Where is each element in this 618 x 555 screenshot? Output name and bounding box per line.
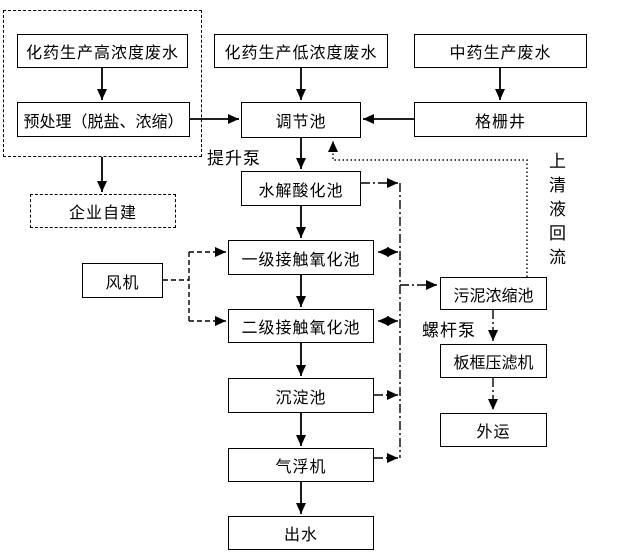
node-grille-well: 格栅井 <box>414 102 587 137</box>
node-effluent: 出水 <box>228 516 374 550</box>
enterprise-pretreatment-group <box>3 10 202 157</box>
node-pretreatment: 预处理（脱盐、浓缩） <box>17 102 190 137</box>
node-plate-frame-filter-press: 板框压滤机 <box>440 344 547 378</box>
edge-supernatant-return <box>328 141 528 277</box>
label-supernatant-return: 上清液回流 <box>546 152 565 272</box>
node-hydrolysis-acidification-tank: 水解酸化池 <box>241 171 361 206</box>
node-tcm-wastewater: 中药生产废水 <box>414 34 587 68</box>
node-regulating-tank: 调节池 <box>241 102 361 138</box>
node-contact-oxidation-tank-2: 二级接触氧化池 <box>228 309 374 343</box>
node-high-conc-wastewater: 化药生产高浓度废水 <box>17 34 188 68</box>
node-enterprise-built: 企业自建 <box>30 194 176 228</box>
node-air-flotation-machine: 气浮机 <box>228 448 374 482</box>
node-sedimentation-tank: 沉淀池 <box>228 378 374 413</box>
label-lift-pump: 提升泵 <box>207 144 261 169</box>
node-outward-transport: 外运 <box>440 413 547 447</box>
node-sludge-thickening-tank: 污泥浓缩池 <box>440 277 547 310</box>
label-screw-pump: 螺杆泵 <box>422 316 476 341</box>
node-contact-oxidation-tank-1: 一级接触氧化池 <box>228 240 374 275</box>
node-fan: 风机 <box>82 263 163 298</box>
node-low-conc-wastewater: 化药生产低浓度废水 <box>214 34 388 68</box>
